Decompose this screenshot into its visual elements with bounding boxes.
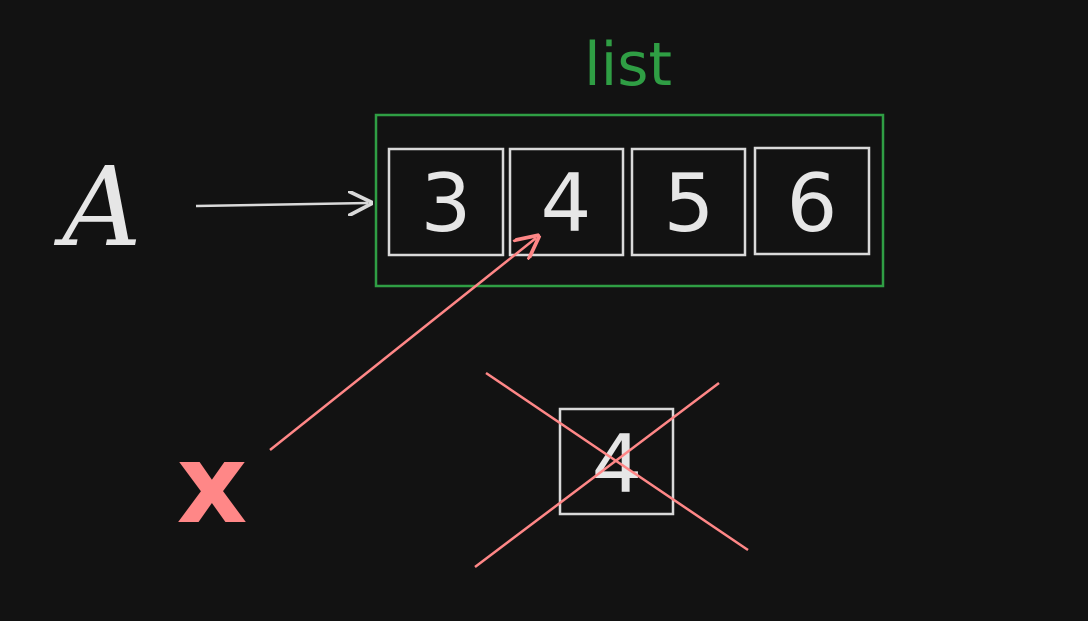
- list-cell-box: [753, 146, 871, 256]
- list-cell-value: 3: [421, 157, 472, 250]
- list-cell-value: 4: [541, 157, 592, 250]
- list-cell-box: [508, 147, 625, 257]
- detached-cell-box: [558, 407, 675, 516]
- list-cell-value: 6: [787, 157, 838, 250]
- variable-a-label: A: [53, 143, 141, 271]
- list-label: list: [584, 30, 672, 100]
- list-cell-box: [630, 147, 747, 257]
- detached-cell-value: 4: [592, 418, 643, 511]
- list-cell-value: 5: [664, 157, 715, 250]
- variable-x-label: x: [177, 420, 248, 548]
- cross-out-mark: [474, 371, 749, 568]
- list-cell-box: [387, 147, 505, 257]
- list-cells: 3 4 5 6: [387, 146, 871, 257]
- arrow-x-to-cell: [269, 238, 536, 451]
- list-container: [374, 113, 885, 288]
- arrow-a-to-list: [195, 203, 368, 206]
